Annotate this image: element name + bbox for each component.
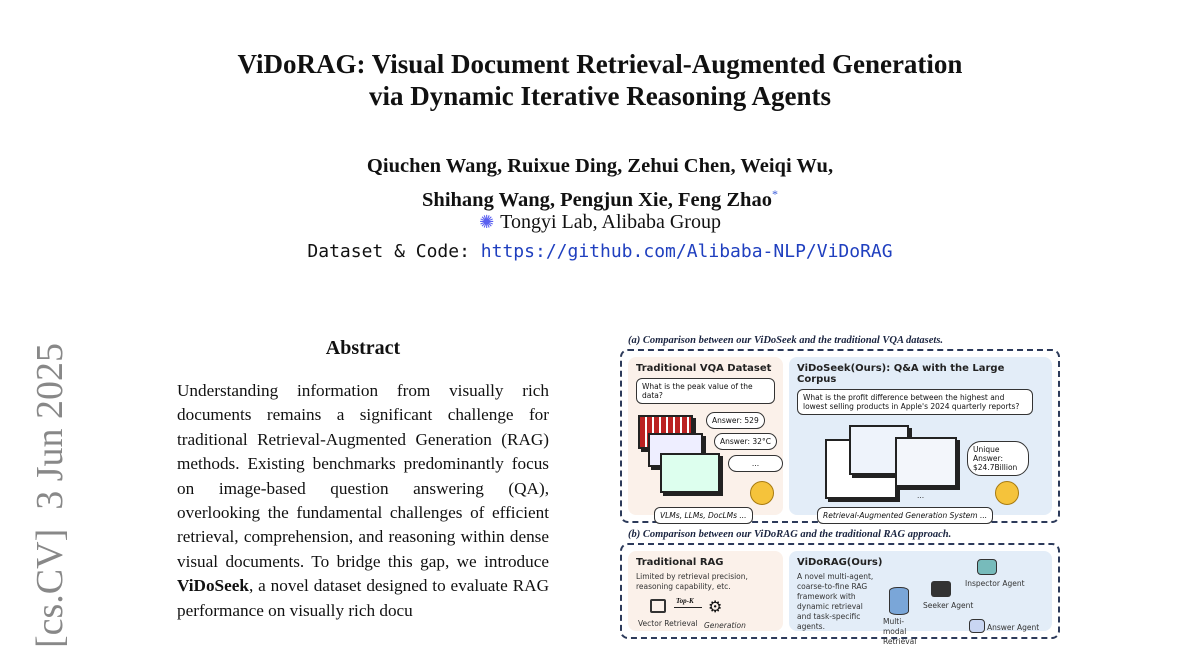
affiliation-text: Tongyi Lab, Alibaba Group bbox=[500, 211, 721, 233]
answer-robot-icon bbox=[969, 619, 985, 633]
seeker-agent-label: Seeker Agent bbox=[923, 601, 974, 610]
vidoseek-bold: Vi­DoSeek bbox=[177, 576, 249, 596]
authors-line-1: Qiuchen Wang, Ruixue Ding, Zehui Chen, W… bbox=[366, 155, 834, 177]
abstract-text-2: , a novel dataset designed to evalu­ate … bbox=[177, 576, 549, 620]
vector-retrieval-label: Vector Retrieval bbox=[638, 619, 698, 628]
figure-1: (a) Comparison between our ViDoSeek and … bbox=[620, 335, 1060, 646]
github-link[interactable]: https://github.com/Alibaba-NLP/ViDoRAG bbox=[480, 241, 893, 262]
answer-bubble: ... bbox=[728, 455, 783, 472]
vqa-title: Traditional VQA Dataset bbox=[636, 363, 772, 374]
answer-bubble: Answer: 32°C bbox=[714, 433, 777, 450]
trad-rag-title: Traditional RAG bbox=[636, 557, 724, 568]
authors-line-2: Shihang Wang, Pengjun Xie, Feng Zhao bbox=[422, 188, 772, 211]
code-line: Dataset & Code: https://github.com/Aliba… bbox=[0, 241, 1200, 262]
multimodal-retrieval-label: Multi-modal Retrieval bbox=[883, 617, 917, 646]
vidoseek-question: What is the profit difference between th… bbox=[797, 389, 1033, 415]
openai-logo-icon: ⚙ bbox=[708, 597, 723, 616]
rag-footer: Retrieval-Augmented Generation System ..… bbox=[817, 507, 994, 524]
answer-bubble: Answer: 529 bbox=[706, 412, 765, 429]
vidorag-panel: ViDoRAG(Ours) A novel multi-agent, coars… bbox=[789, 551, 1052, 646]
answer-agent-label: Answer Agent bbox=[987, 623, 1040, 632]
seeker-robot-icon bbox=[931, 581, 951, 597]
confused-emoji-icon bbox=[750, 481, 774, 505]
database-icon bbox=[889, 587, 909, 615]
caption-a: (a) Comparison between our ViDoSeek and … bbox=[628, 335, 944, 346]
unique-answer-bubble: Unique Answer: $24.7Billion bbox=[967, 441, 1029, 476]
vqa-question: What is the peak value of the data? bbox=[636, 378, 775, 404]
caption-b: (b) Comparison between our ViDoRAG and t… bbox=[628, 529, 952, 540]
inspector-robot-icon bbox=[977, 559, 997, 575]
vidorag-title: ViDoRAG(Ours) bbox=[797, 557, 883, 568]
abstract-text: Understanding information from visually … bbox=[177, 381, 549, 571]
vidoseek-panel: ViDoSeek(Ours): Q&A with the Large Corpu… bbox=[789, 357, 1052, 524]
diagram-doc-image bbox=[660, 453, 720, 493]
title-line-1: ViDoRAG: Visual Document Retrieval-Augme… bbox=[237, 49, 963, 79]
vqa-footer: VLMs, LLMs, DocLMs ... bbox=[654, 507, 753, 524]
panel-b: Traditional RAG Limited by retrieval pre… bbox=[620, 543, 1060, 646]
doc-image bbox=[895, 437, 957, 487]
title-line-2: via Dynamic Iterative Reasoning Agents bbox=[369, 81, 831, 111]
generation-label: Generation bbox=[704, 621, 746, 630]
folder-search-icon bbox=[650, 599, 666, 613]
vidorag-desc: A novel multi-agent, coarse-to-fine RAG … bbox=[797, 572, 874, 631]
abstract-heading: Abstract bbox=[325, 337, 401, 359]
corresponding-mark[interactable]: * bbox=[771, 187, 778, 201]
dots: ... bbox=[917, 491, 925, 500]
affiliation: ✺Tongyi Lab, Alibaba Group bbox=[0, 211, 1200, 234]
paper-title: ViDoRAG: Visual Document Retrieval-Augme… bbox=[0, 48, 1200, 112]
code-label: Dataset & Code: bbox=[307, 241, 470, 262]
abstract-body: Understanding information from visually … bbox=[177, 379, 549, 623]
arxiv-stamp: [cs.CV] 3 Jun 2025 bbox=[29, 342, 71, 648]
panel-a: Traditional VQA Dataset What is the peak… bbox=[620, 349, 1060, 524]
traditional-rag-panel: Traditional RAG Limited by retrieval pre… bbox=[628, 551, 783, 631]
trad-rag-desc: Limited by retrieval precision, reasonin… bbox=[636, 572, 748, 591]
inspector-agent-label: Inspector Agent bbox=[965, 579, 1025, 588]
arrow-icon bbox=[674, 607, 702, 608]
authors: Qiuchen Wang, Ruixue Ding, Zehui Chen, W… bbox=[0, 152, 1200, 214]
traditional-vqa-panel: Traditional VQA Dataset What is the peak… bbox=[628, 357, 783, 524]
tongyi-logo-icon: ✺ bbox=[479, 212, 495, 232]
happy-emoji-icon bbox=[995, 481, 1019, 505]
vidoseek-title: ViDoSeek(Ours): Q&A with the Large Corpu… bbox=[797, 363, 1005, 385]
top-k-label: Top-K bbox=[676, 597, 694, 605]
